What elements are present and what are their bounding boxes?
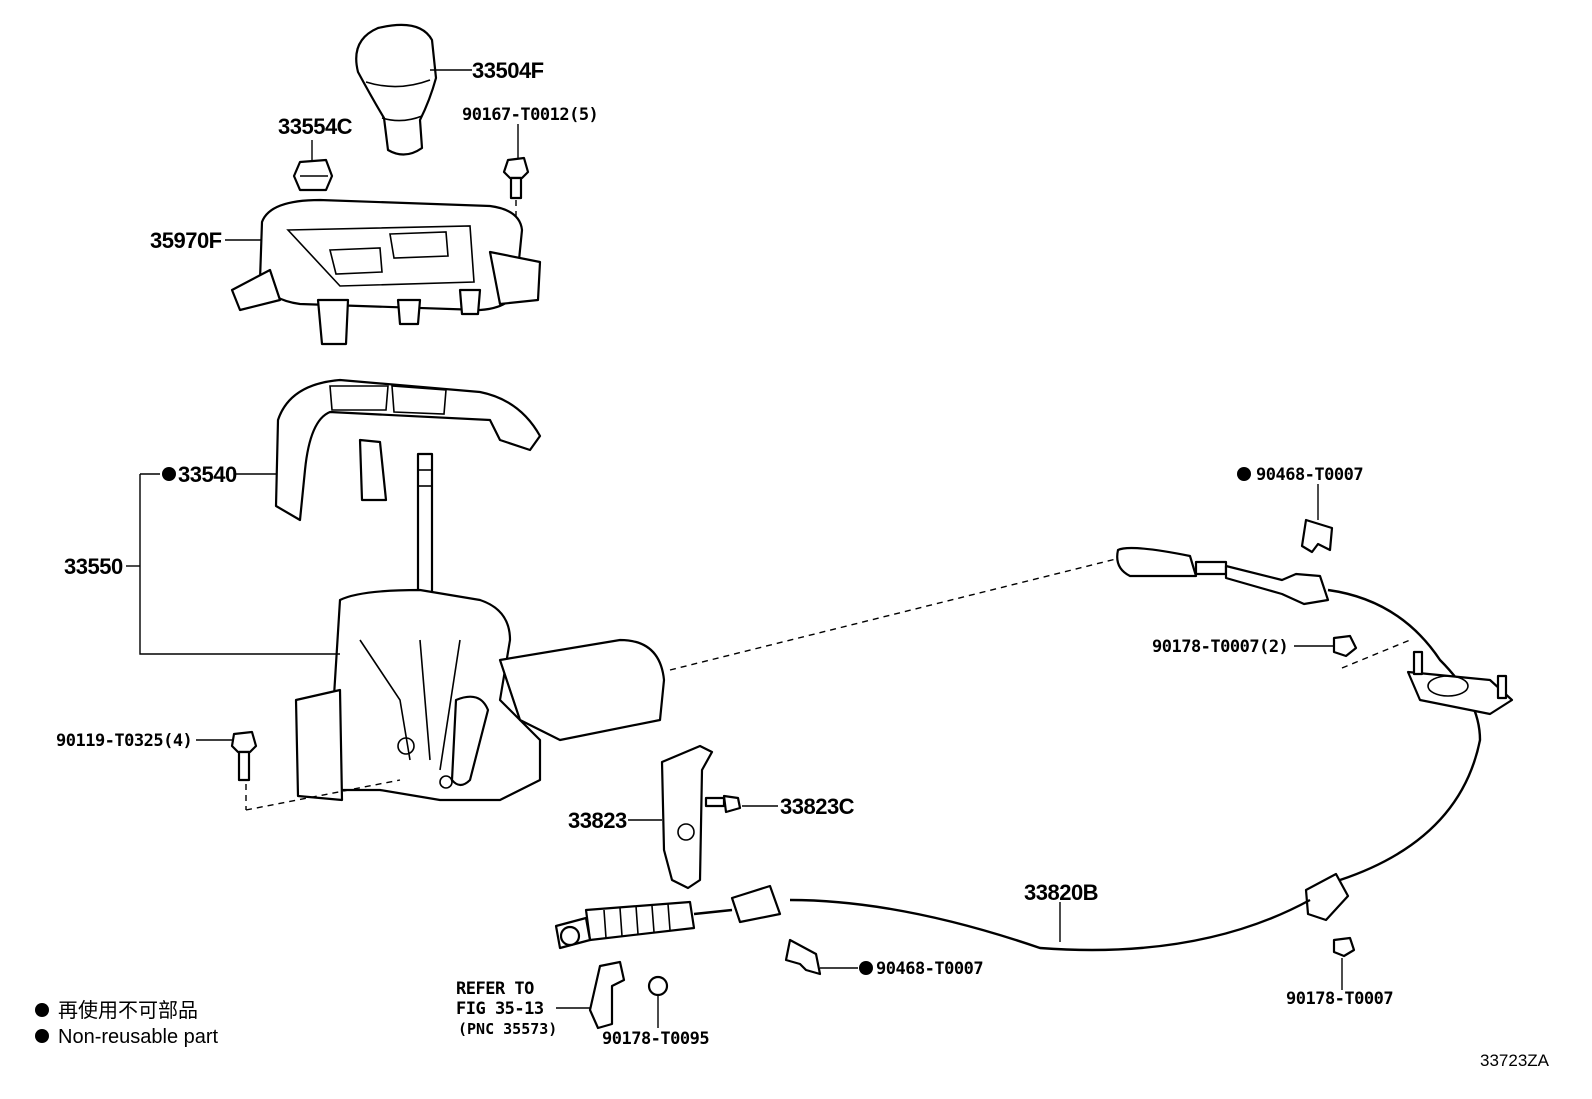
label-90167-t0012: 90167-T0012(5) <box>462 105 598 125</box>
label-33550: 33550 <box>64 554 123 579</box>
label-90178-t0007-2: 90178-T0007(2) <box>1152 637 1288 657</box>
shift-indicator-housing-drawing <box>230 198 542 346</box>
label-33504f: 33504F <box>472 58 544 83</box>
label-33554c: 33554C <box>278 114 353 139</box>
label-33823: 33823 <box>568 808 627 833</box>
nonreusable-marker-90468-bottom <box>859 961 873 975</box>
screw-90167-drawing <box>502 156 530 200</box>
legend-japanese: 再使用不可部品 <box>58 999 198 1022</box>
bolt-90119-drawing <box>230 730 258 782</box>
refer-line-2: FIG 35-13 <box>456 999 544 1019</box>
label-90119-t0325: 90119-T0325(4) <box>56 731 192 751</box>
refer-line-3: (PNC 35573) <box>458 1020 557 1038</box>
label-35970f: 35970F <box>150 228 222 253</box>
label-33820b: 33820B <box>1024 880 1098 905</box>
nut-90178-bottom-drawing <box>1332 936 1356 958</box>
shift-cover-drawing <box>274 378 542 522</box>
label-33823c: 33823C <box>780 794 855 819</box>
refer-line-1: REFER TO <box>456 979 534 999</box>
nonreusable-marker-90468-top <box>1237 467 1251 481</box>
screw-33823c-drawing <box>704 794 742 814</box>
clip-90468-top-drawing <box>1300 518 1334 554</box>
control-cable-drawing <box>554 546 1514 952</box>
legend-dot-japanese <box>35 1003 49 1017</box>
nut-90178-t0095-drawing <box>647 975 669 997</box>
label-33540: 33540 <box>178 462 237 487</box>
refer-bracket-drawing <box>588 960 626 1030</box>
label-90178-t0007-bottom: 90178-T0007 <box>1286 989 1393 1009</box>
clip-33554c-drawing <box>292 158 334 192</box>
diagram-code: 33723ZA <box>1480 1051 1550 1070</box>
legend-dot-english <box>35 1029 49 1043</box>
label-90468-t0007-top: 90468-T0007 <box>1256 465 1363 485</box>
shift-lever-assembly-drawing <box>294 588 666 802</box>
shift-knob-drawing <box>355 23 438 156</box>
legend-english: Non-reusable part <box>58 1026 219 1048</box>
nut-90178-2-drawing <box>1332 634 1358 658</box>
shift-rod-drawing <box>416 452 434 626</box>
label-90468-t0007-bottom: 90468-T0007 <box>876 959 983 979</box>
label-90178-t0095: 90178-T0095 <box>602 1029 709 1049</box>
nonreusable-marker-33540 <box>162 467 176 481</box>
clip-90468-bottom-drawing <box>784 938 822 976</box>
bracket-33823-drawing <box>660 744 714 890</box>
